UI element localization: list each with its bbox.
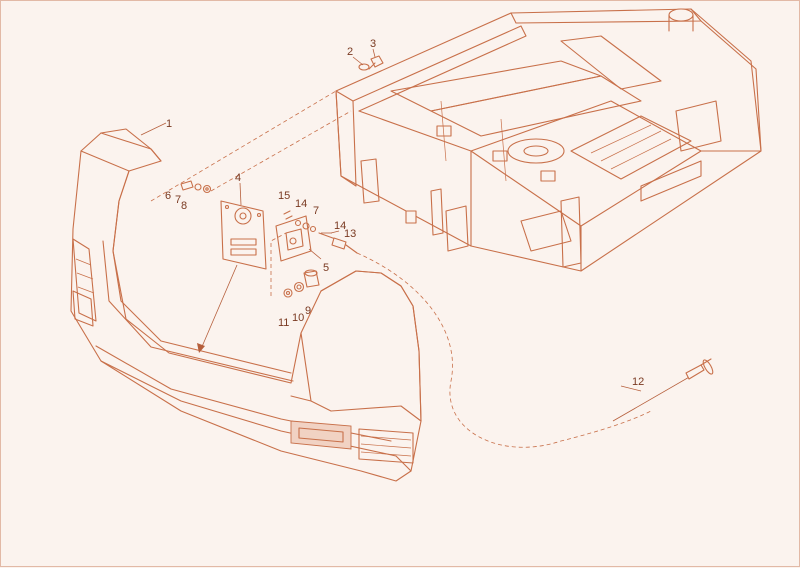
callout-1: 1 [166, 118, 172, 130]
fasteners [180, 180, 358, 298]
callout-11: 11 [278, 317, 289, 329]
callout-4: 4 [235, 172, 241, 184]
front-bumper-cover [70, 128, 422, 482]
routing-dashes [150, 90, 652, 448]
chassis-frame [335, 8, 762, 272]
callout-3: 3 [370, 38, 376, 50]
callout-14-lower: 14 [334, 220, 346, 232]
callout-13: 13 [344, 228, 356, 240]
callout-5: 5 [323, 262, 329, 274]
callout-12: 12 [632, 376, 644, 388]
callout-7-bracket: 7 [313, 205, 319, 217]
release-cable [612, 358, 714, 422]
leader-lines [140, 48, 642, 392]
callout-6: 6 [165, 190, 171, 202]
callout-10: 10 [292, 312, 304, 324]
bolt-and-washer-top [358, 55, 384, 71]
callout-15: 15 [278, 190, 290, 202]
callout-14-upper: 14 [295, 198, 307, 210]
callout-2: 2 [347, 46, 353, 58]
assembly-arrow [197, 264, 238, 353]
callout-8: 8 [181, 200, 187, 212]
callout-7: 7 [175, 194, 181, 206]
mounting-plate [220, 200, 267, 270]
callout-9: 9 [305, 305, 311, 317]
callout-labels: 1 2 3 4 5 6 7 8 9 10 11 12 13 14 14 15 7 [165, 38, 644, 388]
